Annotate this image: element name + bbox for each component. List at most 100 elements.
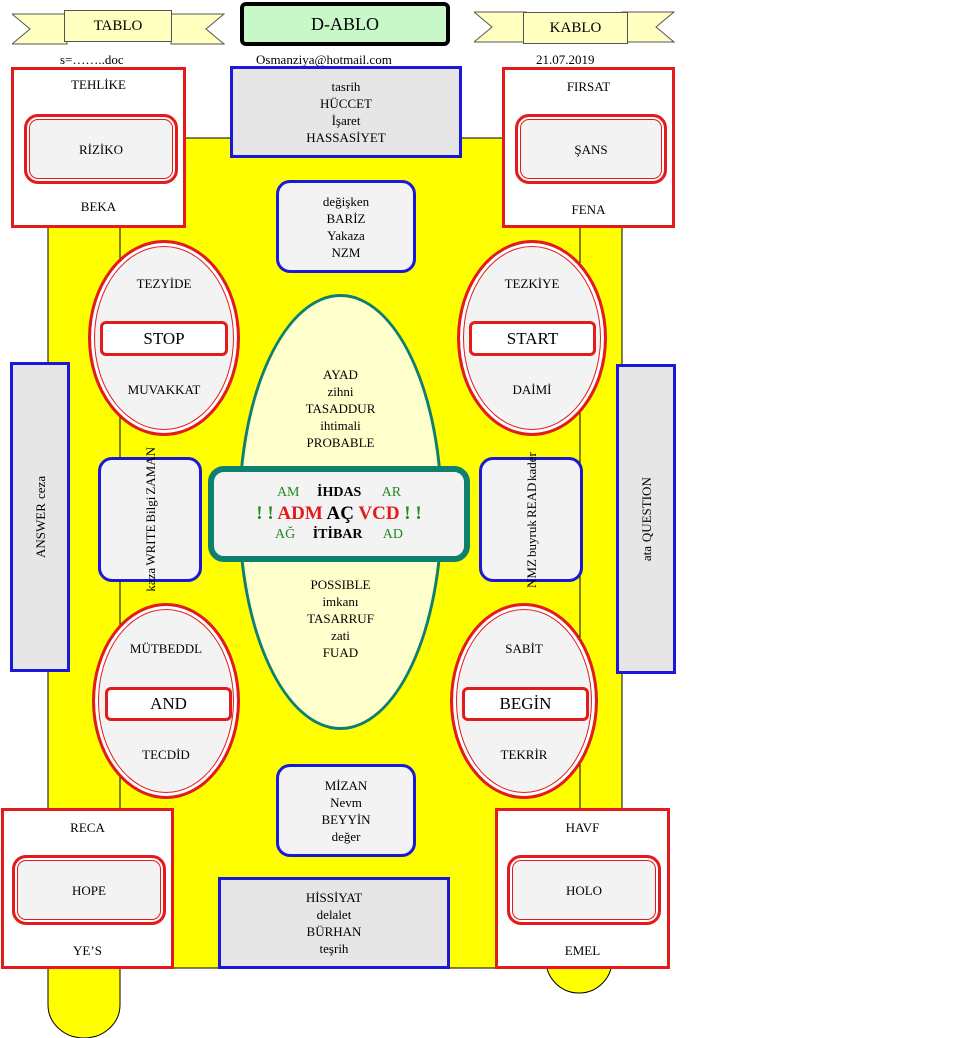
right-side-text: ata QUESTION (638, 477, 655, 561)
bottom-box-line: BÜRHAN (306, 924, 362, 939)
left-inner-line: kaza (142, 568, 158, 592)
left-side-text: ANSWER ceza (32, 476, 49, 558)
corner-label: FENA (571, 202, 606, 217)
center-line: zati (331, 628, 350, 643)
center-ac: AÇ (326, 503, 354, 524)
corner-label: RECA (70, 820, 105, 835)
left-inner-line: Bilgi (142, 496, 158, 523)
center-line: TASARRUF (307, 611, 374, 626)
ellipse-label: DAİMİ (512, 382, 552, 397)
corner-top-right: FIRSAT ŞANS FENA (502, 67, 675, 228)
lower-round-line: Nevm (330, 794, 362, 810)
ellipse-top-right: TEZKİYE START DAİMİ (457, 240, 607, 436)
center-line: FUAD (322, 645, 359, 660)
corner-bottom-left: RECA HOPE YE’S (1, 808, 174, 969)
corner-inner: RİZİKO (24, 114, 178, 184)
center-ar: AR (381, 485, 402, 500)
center-line: POSSIBLE (310, 577, 371, 592)
bottom-box: HİSSİYAT delalet BÜRHAN teşrih (218, 877, 450, 969)
right-side-box: ata QUESTION (616, 364, 676, 674)
top-box-line: HASSASİYET (306, 130, 386, 145)
ellipse-label: MUVAKKAT (127, 382, 201, 397)
ellipse-label: TECDİD (142, 747, 190, 762)
left-side-line: ANSWER (32, 503, 48, 558)
right-inner-text: NMZ buyruk READ kader (523, 452, 540, 588)
ellipse-label: MÜTBEDDL (129, 641, 203, 656)
file-name: s=……..doc (60, 52, 124, 67)
center-ihdas: İHDAS (317, 485, 362, 500)
upper-round-line: Yakaza (327, 227, 365, 243)
upper-round-line: NZM (331, 244, 361, 260)
ellipse-label: TEZKİYE (504, 276, 560, 291)
lower-round-line: MİZAN (324, 777, 368, 793)
left-inner-line: ZAMAN (142, 447, 158, 495)
center-lower-text: POSSIBLE imkanı TASARRUF zati FUAD (238, 576, 443, 661)
center-ad: AD (382, 527, 403, 542)
start-button[interactable]: START (469, 321, 596, 356)
right-inner-line: kader (523, 451, 539, 481)
center-line: imkanı (322, 594, 359, 609)
and-button[interactable]: AND (105, 687, 232, 721)
lower-round-line: BEYYİN (321, 811, 371, 827)
corner-inner: HOLO (507, 855, 661, 925)
upper-round-line: değişken (322, 193, 370, 209)
right-side-line: ata (638, 545, 654, 562)
ellipse-bottom-left: MÜTBEDDL AND TECDİD (92, 603, 240, 799)
email: Osmanziya@hotmail.com (256, 52, 392, 67)
ellipse-top-left: TEZYİDE STOP MUVAKKAT (88, 240, 240, 436)
corner-bottom-right: HAVF HOLO EMEL (495, 808, 670, 969)
corner-label: EMEL (564, 943, 601, 958)
corner-label: BEKA (80, 199, 117, 214)
center-line: TASADDUR (305, 401, 376, 416)
corner-label: FIRSAT (566, 79, 611, 94)
right-inner-line: READ (523, 482, 539, 518)
corner-top-left: TEHLİKE RİZİKO BEKA (11, 67, 186, 228)
ellipse-bottom-right: SABİT BEGİN TEKRİR (450, 603, 598, 799)
top-box: tasrih HÜCCET İşaret HASSASİYET (230, 66, 462, 158)
top-box-line: İşaret (331, 113, 361, 128)
center-itibar: İTİBAR (312, 527, 363, 542)
center-upper-text: AYAD zihni TASADDUR ihtimali PROBABLE (238, 366, 443, 451)
center-exclaim-left: ! ! (256, 503, 274, 524)
left-side-box: ANSWER ceza (10, 362, 70, 672)
center-vcd: VCD (358, 503, 400, 524)
center-line: PROBABLE (306, 435, 375, 450)
center-row-2: ! ! ADM AÇ VCD ! ! (256, 502, 421, 526)
top-box-line: tasrih (331, 79, 361, 94)
ellipse-label: TEKRİR (500, 747, 548, 762)
bottom-box-line: delalet (316, 907, 352, 922)
bottom-box-line: teşrih (319, 941, 349, 956)
right-inner-box: NMZ buyruk READ kader (479, 452, 583, 588)
left-ribbon: TABLO (64, 10, 172, 42)
center-row-3: AĞ İTİBAR AD (275, 526, 403, 544)
center-box: AM İHDAS AR ! ! ADM AÇ VCD ! ! AĞ İTİBAR… (208, 466, 470, 562)
top-box-line: HÜCCET (320, 96, 372, 111)
upper-round-line: BARİZ (326, 210, 366, 226)
ellipse-label: TEZYİDE (136, 276, 192, 291)
center-row-1: AM İHDAS AR (277, 484, 401, 502)
date: 21.07.2019 (536, 52, 595, 67)
stop-button[interactable]: STOP (100, 321, 228, 356)
right-inner-line: buyruk (523, 519, 539, 557)
ellipse-label: SABİT (505, 641, 543, 656)
corner-label: YE’S (73, 943, 102, 958)
center-adm: ADM (277, 503, 323, 524)
center-am: AM (276, 485, 300, 500)
center-exclaim-right: ! ! (404, 503, 422, 524)
left-inner-line: WRITE (142, 524, 158, 567)
right-ribbon-shape (474, 11, 676, 43)
left-inner-box: kaza WRITE Bilgi ZAMAN (98, 447, 202, 592)
left-side-line: ceza (32, 476, 48, 500)
lower-round-line: değer (331, 828, 361, 844)
begin-button[interactable]: BEGİN (462, 687, 589, 721)
lower-round-box: MİZAN Nevm BEYYİN değer (276, 764, 416, 857)
right-inner-line: NMZ (523, 558, 539, 588)
center-ag: AĞ (275, 527, 296, 542)
left-ribbon-shape (12, 13, 226, 45)
corner-inner: ŞANS (515, 114, 667, 184)
corner-label: TEHLİKE (71, 77, 126, 92)
corner-inner: HOPE (12, 855, 166, 925)
center-line: ihtimali (320, 418, 361, 433)
center-line: zihni (327, 384, 354, 399)
right-ribbon: KABLO (523, 12, 628, 44)
